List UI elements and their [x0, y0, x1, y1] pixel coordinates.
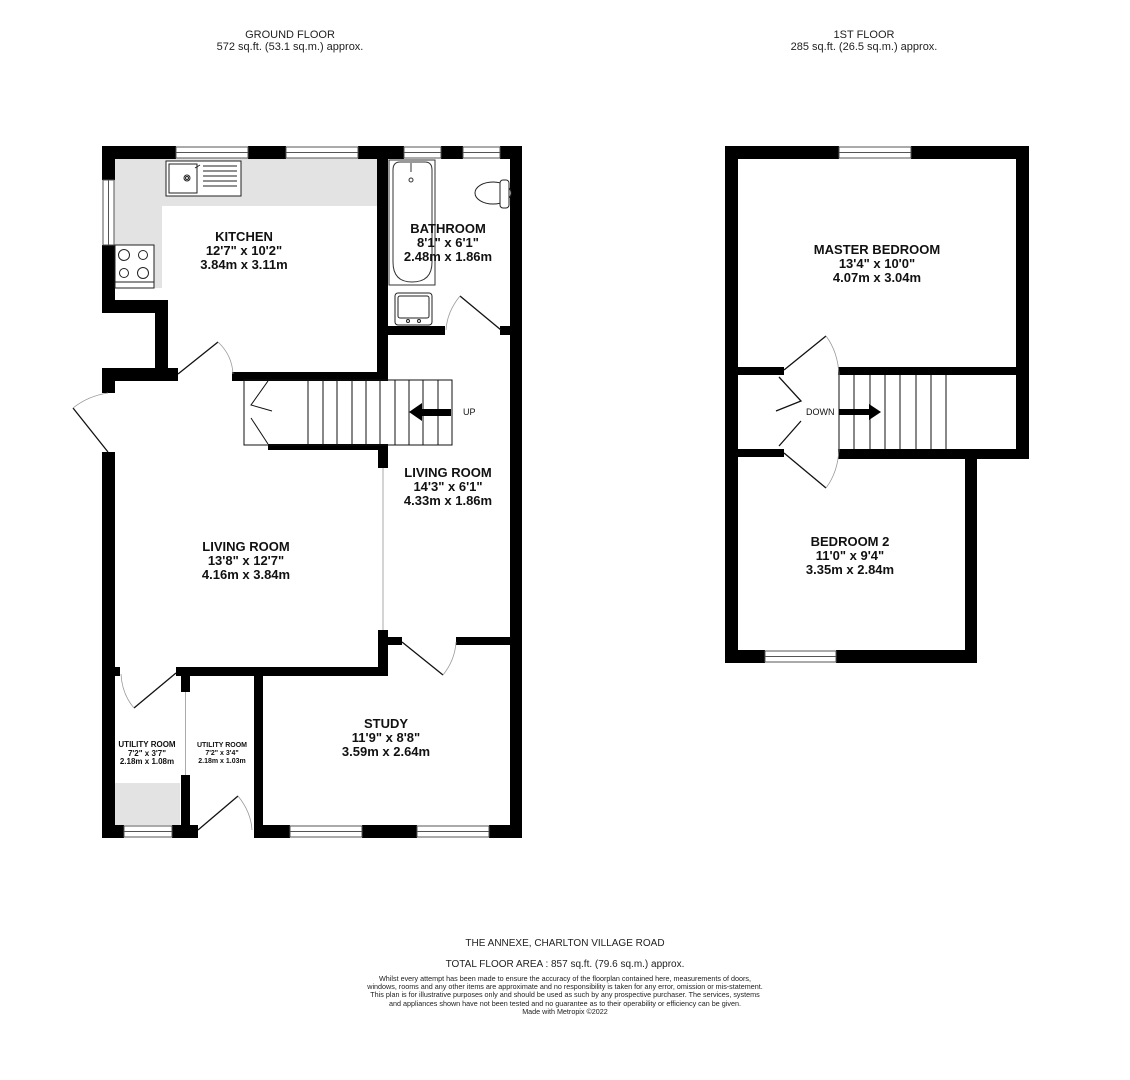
property-address: THE ANNEXE, CHARLTON VILLAGE ROAD: [465, 938, 665, 949]
disclaimer: Whilst every attempt has been made to en…: [367, 974, 763, 1008]
room-imperial: 12'7" x 10'2": [205, 243, 283, 258]
room-label-study: STUDY 11'9" x 8'8" 3.59m x 2.64m: [342, 717, 430, 759]
door-kitchen: [177, 341, 219, 375]
room-name: STUDY: [363, 716, 409, 731]
room-label-bathroom: BATHROOM 8'1" x 6'1" 2.48m x 1.86m: [404, 222, 492, 264]
room-name: KITCHEN: [215, 229, 273, 244]
first-floor-area: 285 sq.ft. (26.5 sq.m.) approx.: [790, 41, 938, 53]
utility-counter: [114, 783, 180, 825]
room-metric: 3.84m x 3.11m: [200, 257, 288, 272]
room-imperial: 11'9" x 8'8": [351, 730, 421, 745]
room-label-utility-2: UTILITY ROOM 7'2" x 3'4" 2.18m x 1.03m: [197, 742, 247, 766]
room-label-living-room-main: LIVING ROOM 13'8" x 12'7" 4.16m x 3.84m: [202, 540, 290, 582]
room-imperial: 14'3" x 6'1": [413, 479, 483, 494]
room-imperial: 13'8" x 12'7": [207, 553, 285, 568]
door-utility: [133, 672, 177, 709]
room-metric: 3.59m x 2.64m: [341, 744, 431, 759]
room-imperial: 13'4" x 10'0": [838, 256, 916, 271]
room-label-master-bedroom: MASTER BEDROOM 13'4" x 10'0" 4.07m x 3.0…: [814, 243, 940, 285]
ground-floor-header: GROUND FLOOR 572 sq.ft. (53.1 sq.m.) app…: [190, 29, 390, 53]
room-name: UTILITY ROOM: [196, 742, 248, 749]
credit: Made with Metropix ©2022: [522, 1006, 608, 1016]
toilet-icon: [474, 179, 512, 209]
first-floor-title: 1ST FLOOR: [833, 29, 895, 41]
room-metric: 3.35m x 2.84m: [805, 562, 895, 577]
ground-floor-plan: [72, 146, 522, 838]
first-doors: [775, 335, 840, 489]
basin-icon: [394, 292, 433, 326]
room-metric: 2.18m x 1.08m: [119, 757, 175, 766]
room-label-living-room-east: LIVING ROOM 14'3" x 6'1" 4.33m x 1.86m: [404, 466, 492, 508]
room-metric: 4.33m x 1.86m: [403, 493, 493, 508]
stairs-up-label: UP: [463, 407, 476, 417]
room-metric: 4.16m x 3.84m: [201, 567, 291, 582]
ground-floor-area: 572 sq.ft. (53.1 sq.m.) approx.: [216, 41, 364, 53]
room-imperial: 7'2" x 3'4": [205, 750, 239, 757]
room-label-bedroom-2: BEDROOM 2 11'0" x 9'4" 3.35m x 2.84m: [806, 535, 894, 577]
kitchen-sink-icon: [165, 160, 242, 197]
room-imperial: 8'1" x 6'1": [417, 235, 479, 250]
stairs-down-label: DOWN: [806, 407, 835, 417]
room-metric: 2.48m x 1.86m: [403, 249, 493, 264]
ground-doors: [72, 295, 502, 831]
first-windows: [764, 146, 912, 663]
first-floor-plan: [725, 146, 1029, 663]
ground-walls: [102, 146, 522, 838]
ground-stairs: [243, 379, 453, 446]
room-imperial: 7'2" x 3'7": [127, 748, 167, 758]
room-label-kitchen: KITCHEN 12'7" x 10'2" 3.84m x 3.11m: [200, 230, 287, 272]
room-label-utility-1: UTILITY ROOM 7'2" x 3'7" 2.18m x 1.08m: [118, 740, 176, 767]
room-name: MASTER BEDROOM: [813, 242, 941, 257]
room-metric: 4.07m x 3.04m: [832, 270, 922, 285]
stairs-down-arrow-icon: [839, 404, 881, 420]
door-study: [401, 641, 444, 676]
room-name: BATHROOM: [410, 221, 486, 236]
kitchen-hob-icon: [114, 244, 155, 289]
first-walls: [725, 146, 1029, 663]
stairs-up-arrow-icon: [409, 403, 451, 421]
door-bathroom: [459, 295, 502, 331]
door-front: [72, 407, 109, 453]
room-name: BEDROOM 2: [810, 534, 890, 549]
total-floor-area: TOTAL FLOOR AREA : 857 sq.ft. (79.6 sq.m…: [445, 959, 685, 970]
footer: THE ANNEXE, CHARLTON VILLAGE ROAD TOTAL …: [0, 938, 1130, 1016]
room-metric: 2.18m x 1.03m: [198, 758, 246, 765]
room-name: UTILITY ROOM: [118, 740, 176, 749]
door-utility-2: [197, 795, 239, 831]
ground-windows: [102, 146, 501, 838]
room-name: LIVING ROOM: [404, 465, 492, 480]
bathtub-icon: [388, 159, 436, 286]
ground-floor-title: GROUND FLOOR: [245, 29, 335, 41]
room-imperial: 11'0" x 9'4": [815, 548, 885, 563]
first-floor-header: 1ST FLOOR 285 sq.ft. (26.5 sq.m.) approx…: [764, 29, 964, 53]
room-name: LIVING ROOM: [202, 539, 290, 554]
